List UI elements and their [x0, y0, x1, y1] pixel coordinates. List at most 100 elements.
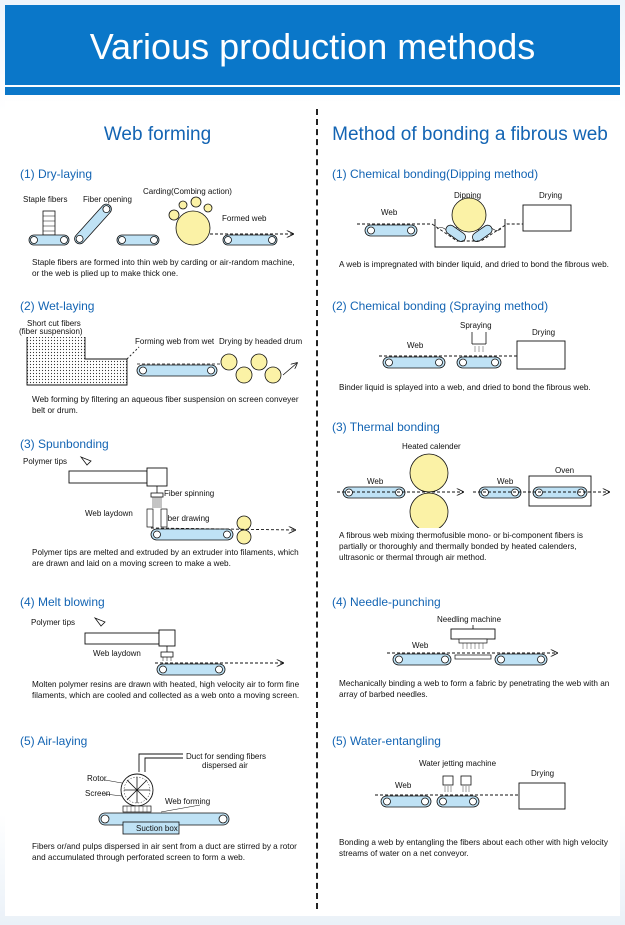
section-title: (2) Wet-laying	[20, 299, 95, 313]
needle-conveyor	[387, 653, 557, 666]
fiber-drawing-label: Fiber drawing	[161, 514, 209, 523]
air-duct	[138, 753, 183, 772]
fiber-spinning-label: Fiber spinning	[164, 489, 214, 498]
drying-drum-label: Drying by headed drum	[219, 337, 302, 346]
spraying-label: Spraying	[460, 321, 492, 330]
web-conveyor	[210, 234, 293, 246]
spinneret	[146, 492, 168, 528]
screen-label: Screen	[85, 789, 110, 798]
calender-conveyor	[337, 486, 463, 499]
web-laydown-label: Web laydown	[85, 509, 133, 518]
header-stripe	[5, 87, 620, 95]
dipping-label: Dipping	[454, 191, 481, 200]
section-title: (3) Thermal bonding	[332, 420, 440, 434]
web-label: Web	[395, 781, 412, 790]
water-jets	[442, 775, 472, 792]
spray-conveyor	[382, 356, 502, 369]
section-description: Fibers or/and pulps dispersed in air sen…	[32, 842, 297, 862]
section-description: A web is impregnated with binder liquid,…	[339, 260, 609, 269]
dryer	[518, 782, 566, 810]
water-jetting-label: Water jetting machine	[419, 759, 497, 768]
air-conveyor: Suction box	[98, 812, 230, 835]
needling-machine	[450, 625, 496, 660]
dipping-bath	[434, 197, 506, 248]
section-title: (5) Air-laying	[20, 734, 88, 748]
input-conveyor	[364, 224, 418, 237]
section-description: Staple fibers are formed into thin web b…	[32, 258, 295, 278]
forming-conveyor	[136, 363, 220, 377]
section-description: Mechanically binding a web to form a fab…	[339, 679, 610, 699]
formed-web-label: Formed web	[222, 214, 267, 223]
web-label-2: Web	[497, 477, 514, 486]
forming-screen	[122, 805, 152, 813]
section-needle-punching: (4) Needle-punching Needling machine Web	[317, 595, 617, 745]
fiber-hopper	[42, 210, 56, 236]
drying-label: Drying	[539, 191, 562, 200]
suction-box-label: Suction box	[136, 824, 178, 833]
drying-label: Drying	[531, 769, 554, 778]
section-chemical-dipping: (1) Chemical bonding(Dipping method) Web…	[317, 167, 617, 317]
duct-label: Duct for sending fibers	[186, 752, 266, 761]
rotor	[104, 773, 201, 813]
collector-conveyor	[155, 663, 283, 676]
water-entangling-diagram: Water jetting machine Web Drying	[375, 759, 566, 810]
header-banner: Various production methods	[5, 5, 620, 85]
spraying-diagram: Spraying Web Drying	[379, 321, 566, 370]
polymer-tips-label: Polymer tips	[31, 618, 75, 627]
spunbonding-diagram: Polymer tips Fiber spinning Web laydown …	[23, 456, 305, 545]
drying-drums	[220, 353, 297, 384]
dry-laying-diagram: Staple fibers Fiber opening Carding(Comb…	[23, 187, 305, 246]
melt-blowing-diagram: Polymer tips Web laydown	[31, 617, 305, 676]
extruder	[68, 456, 168, 493]
dispersed-air-label: dispersed air	[202, 761, 248, 770]
section-melt-blowing: (4) Melt blowing Polymer tips Web laydow…	[5, 595, 305, 745]
staple-fibers-label: Staple fibers	[23, 195, 67, 204]
section-air-laying: (5) Air-laying Duct for sending fibers d…	[5, 734, 305, 884]
thermal-bonding-diagram: Heated calender Web Web Oven	[337, 442, 617, 528]
dryer	[522, 204, 572, 232]
needle-punching-diagram: Needling machine Web	[387, 615, 617, 666]
section-description: Web forming by filtering an aqueous fibe…	[32, 395, 299, 415]
opening-conveyor	[74, 203, 112, 245]
section-dry-laying: (1) Dry-laying Staple fibers Fiber openi…	[5, 167, 305, 317]
suspension-tank	[26, 337, 140, 386]
carding-rollers	[116, 196, 213, 246]
dryer	[516, 340, 566, 370]
web-label: Web	[367, 477, 384, 486]
page-title: Various production methods	[89, 26, 536, 67]
right-column-title: Method of bonding a fibrous web	[332, 124, 608, 145]
dipping-diagram: Web Dipping Drying	[357, 191, 572, 248]
left-column-title: Web forming	[103, 124, 212, 145]
fiber-opening-label: Fiber opening	[83, 195, 132, 204]
section-title: (1) Dry-laying	[20, 167, 93, 181]
section-water-entangling: (5) Water-entangling Water jetting machi…	[317, 734, 617, 884]
section-description: A fibrous web mixing thermofusible mono-…	[339, 531, 583, 562]
section-title: (5) Water-entangling	[332, 734, 441, 748]
section-title: (4) Needle-punching	[332, 595, 441, 609]
section-description: Molten polymer resins are drawn with hea…	[32, 680, 300, 700]
laydown-conveyor	[150, 515, 295, 545]
web-laydown-label: Web laydown	[93, 649, 141, 658]
web-label: Web	[407, 341, 424, 350]
needling-machine-label: Needling machine	[437, 615, 502, 624]
melt-extruder	[84, 617, 176, 661]
web-path	[357, 223, 523, 242]
heated-calender-label: Heated calender	[402, 442, 461, 451]
wet-laying-diagram: Short cut fibers (fiber suspension) Form…	[19, 319, 302, 386]
calender-rolls	[409, 453, 449, 528]
web-label: Web	[412, 641, 429, 650]
air-laying-diagram: Duct for sending fibers dispersed air Ro…	[85, 752, 266, 835]
short-cut-fibers-label: Short cut fibers	[27, 319, 81, 328]
section-description: Polymer tips are melted and extruded by …	[32, 548, 299, 568]
rotor-label: Rotor	[87, 774, 107, 783]
oven	[473, 475, 609, 507]
fiber-suspension-label: (fiber suspension)	[19, 327, 83, 336]
section-wet-laying: (2) Wet-laying Short cut fibers (fiber s…	[5, 299, 305, 449]
drying-label: Drying	[532, 328, 555, 337]
section-chemical-spraying: (2) Chemical bonding (Spraying method) S…	[317, 299, 617, 449]
section-spunbonding: (3) Spunbonding Polymer tips Fiber spinn…	[5, 437, 305, 587]
section-title: (3) Spunbonding	[20, 437, 109, 451]
section-title: (2) Chemical bonding (Spraying method)	[332, 299, 549, 313]
section-thermal-bonding: (3) Thermal bonding Heated calender Web …	[317, 420, 617, 570]
